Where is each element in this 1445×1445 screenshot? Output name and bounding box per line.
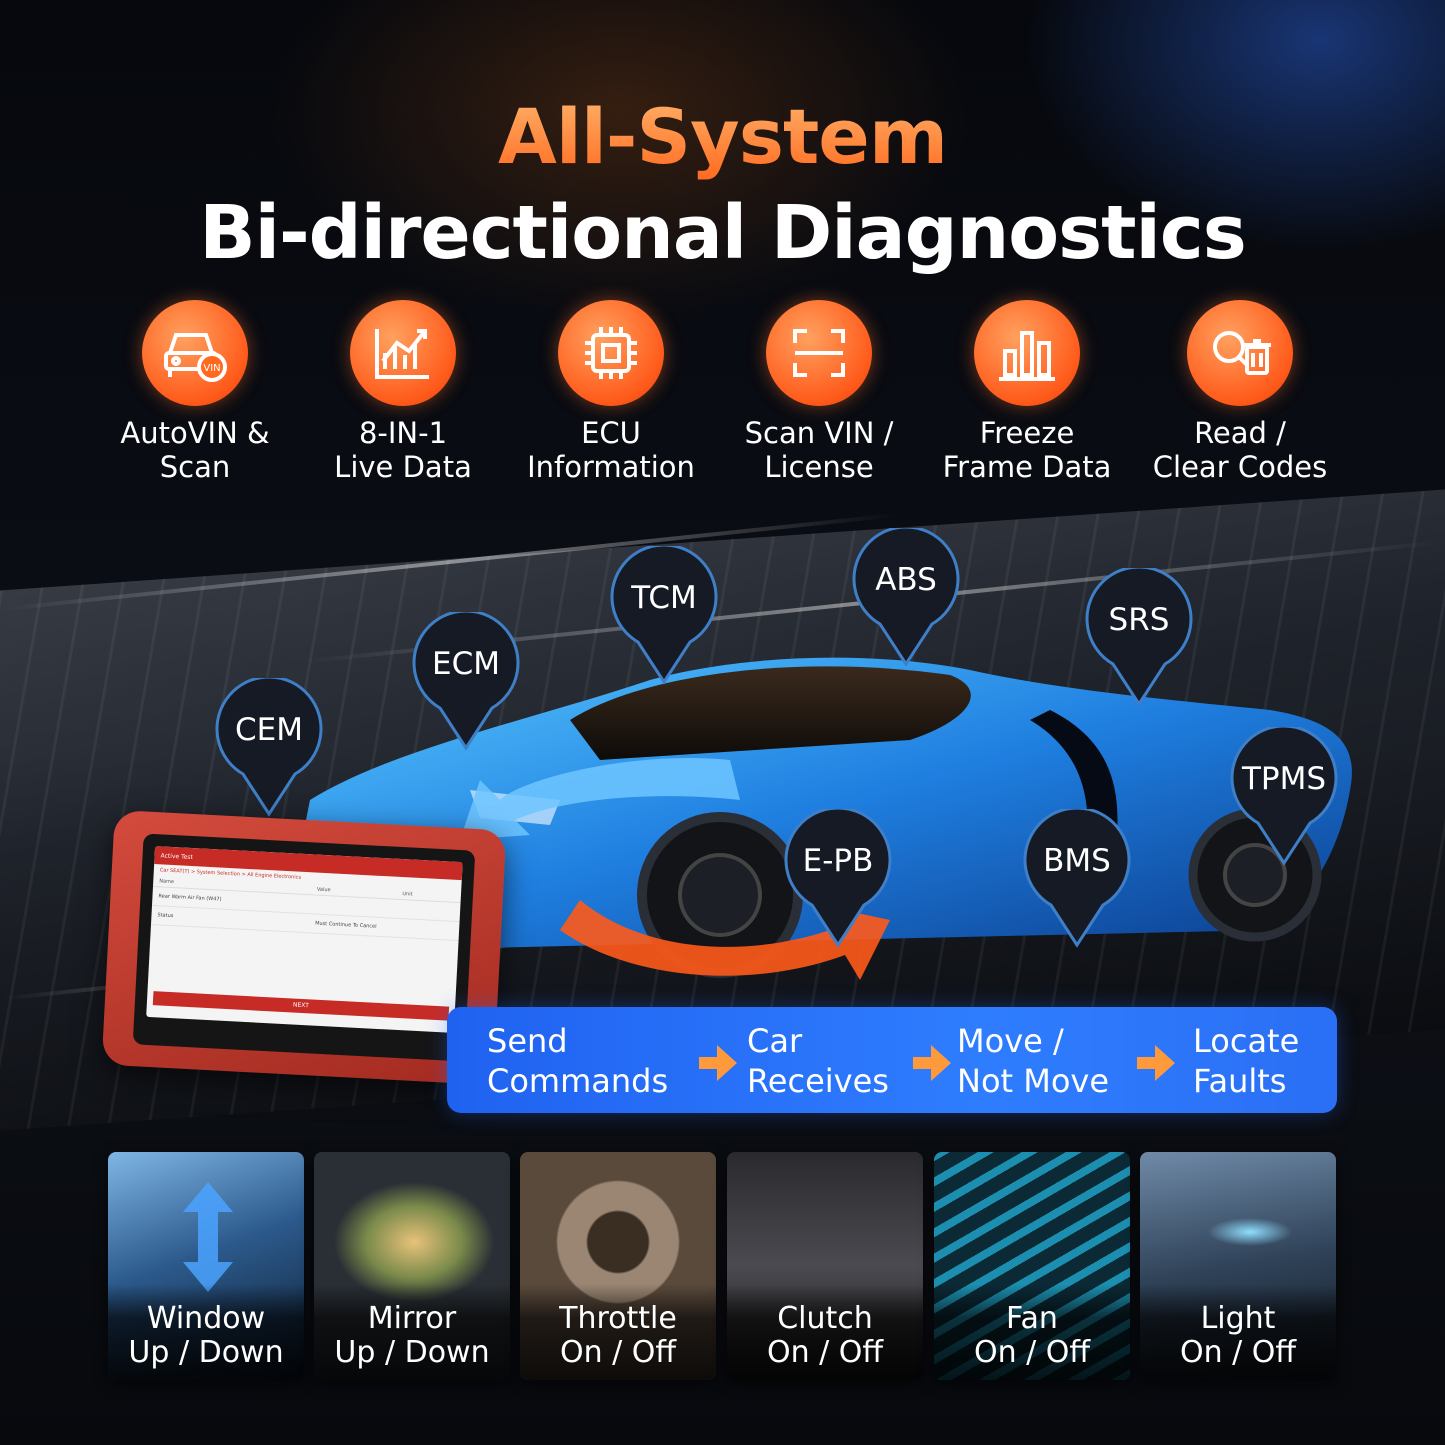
module-pin-epb: E-PB [782, 809, 894, 949]
process-step-move: Move / Not Move [957, 1021, 1109, 1101]
test-label: On / Off [1179, 1335, 1297, 1370]
test-label: On / Off [766, 1335, 884, 1370]
process-step-locate: Locate Faults [1193, 1021, 1299, 1101]
feature-autovin: VIN AutoVIN &Scan [90, 300, 300, 484]
headline-all-system: All-System [0, 92, 1445, 181]
ecu-chip-icon [558, 300, 664, 406]
test-window: Window Up / Down [108, 1152, 304, 1380]
step-label: Move / [957, 1022, 1064, 1060]
feature-label: License [764, 450, 874, 484]
step-label: Not Move [957, 1062, 1110, 1100]
test-label: On / Off [973, 1335, 1091, 1370]
step-label: Faults [1193, 1062, 1287, 1100]
module-pin-cem: CEM [213, 678, 325, 818]
row-name: Rear Warm Air Fan (W47) [158, 893, 222, 903]
arrow-right-icon [699, 1045, 737, 1081]
feature-read-clear: Read /Clear Codes [1135, 300, 1345, 484]
module-label: E-PB [802, 843, 874, 879]
step-label: Commands [487, 1062, 669, 1100]
row-name: Status [157, 912, 174, 920]
tablet-bezel: Active Test Car SEAT(T) > System Selecti… [132, 833, 476, 1062]
arrow-right-icon [913, 1045, 951, 1081]
test-mirror: Mirror Up / Down [314, 1152, 510, 1380]
test-label: Window [146, 1301, 266, 1336]
feature-label: AutoVIN & [120, 416, 270, 450]
module-label: ECM [432, 646, 500, 682]
feature-label: ECU [581, 416, 641, 450]
diagnostic-tablet: Active Test Car SEAT(T) > System Selecti… [101, 809, 507, 1086]
svg-text:VIN: VIN [203, 363, 220, 374]
module-pin-srs: SRS [1083, 568, 1195, 708]
live-data-chart-icon [350, 300, 456, 406]
test-label: Up / Down [334, 1335, 490, 1370]
module-pin-bms: BMS [1021, 809, 1133, 949]
module-label: BMS [1043, 843, 1111, 879]
test-label: Throttle [559, 1301, 677, 1336]
module-label: ABS [875, 562, 937, 598]
feature-label: Live Data [334, 450, 472, 484]
process-bar: Send Commands Car Receives Move / Not Mo… [447, 1007, 1337, 1113]
module-pin-abs: ABS [850, 528, 962, 668]
process-step-receive: Car Receives [747, 1021, 889, 1101]
feature-label: Freeze [979, 416, 1075, 450]
module-label: TPMS [1241, 761, 1327, 797]
test-label: Mirror [367, 1301, 457, 1336]
tablet-app-title: Active Test [160, 851, 194, 861]
col-unit: Unit [402, 891, 413, 898]
test-light: Light On / Off [1140, 1152, 1336, 1380]
test-label: On / Off [559, 1335, 677, 1370]
test-clutch: Clutch On / Off [727, 1152, 923, 1380]
step-label: Car [747, 1022, 803, 1060]
test-label: Fan [1006, 1301, 1058, 1336]
feature-label: 8-IN-1 [358, 416, 448, 450]
up-down-arrow-icon [183, 1182, 233, 1292]
scan-frame-icon [766, 300, 872, 406]
next-button[interactable]: NEXT [152, 991, 450, 1021]
feature-label: Scan [159, 450, 231, 484]
feature-label: Information [527, 450, 695, 484]
feature-scan-vin: Scan VIN /License [714, 300, 924, 484]
search-trash-icon [1187, 300, 1293, 406]
feature-label: Frame Data [942, 450, 1112, 484]
feature-label: Scan VIN / [744, 416, 894, 450]
headline-bidirectional: Bi-directional Diagnostics [199, 190, 1247, 276]
module-label: CEM [235, 712, 303, 748]
tablet-screen: Active Test Car SEAT(T) > System Selecti… [146, 846, 463, 1033]
row-value: Must Continue To Cancel [314, 920, 377, 930]
feature-label: Read / [1194, 416, 1286, 450]
module-pin-tcm: TCM [608, 546, 720, 686]
feature-label: Clear Codes [1152, 450, 1328, 484]
test-fan: Fan On / Off [934, 1152, 1130, 1380]
test-label: Clutch [777, 1301, 873, 1336]
test-throttle: Throttle On / Off [520, 1152, 716, 1380]
module-pin-tpms: TPMS [1228, 727, 1340, 867]
module-label: TCM [631, 580, 697, 616]
step-label: Locate [1193, 1022, 1300, 1060]
module-label: SRS [1108, 602, 1170, 638]
test-label: Up / Down [128, 1335, 284, 1370]
step-label: Receives [747, 1062, 889, 1100]
step-label: Send [487, 1022, 568, 1060]
test-label: Light [1200, 1301, 1276, 1336]
process-step-send: Send Commands [487, 1021, 668, 1101]
bar-chart-icon [974, 300, 1080, 406]
car-vin-icon: VIN [142, 300, 248, 406]
arrow-right-icon [1137, 1045, 1175, 1081]
module-pin-ecm: ECM [410, 612, 522, 752]
